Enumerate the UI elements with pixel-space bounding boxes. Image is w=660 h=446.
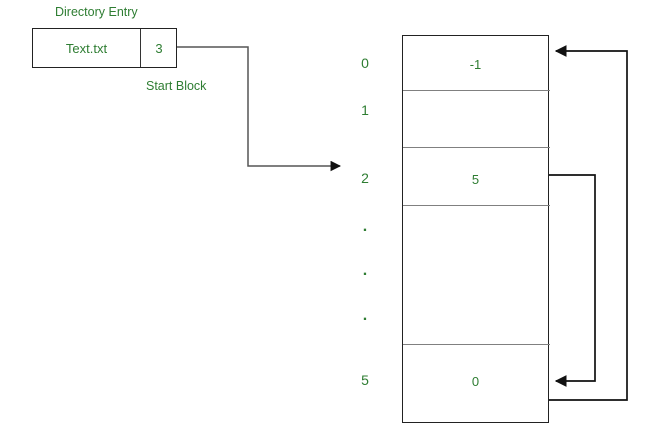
directory-entry-title: Directory Entry [55,5,138,19]
fat-row-index-1: 1 [361,102,369,118]
start-block-caption: Start Block [146,79,207,93]
wire-start-block-to-block2 [177,46,342,172]
fat-cell-value-2: 5 [471,172,480,187]
fat-row-divider-2-3 [403,204,550,207]
fat-row-index-5: 5 [361,372,369,388]
fat-row-index-2: 2 [361,170,369,186]
fat-row-index-ellipsis-2: . [362,262,368,279]
wire-block5-to-block0 [549,45,628,401]
fat-row-index-ellipsis-1: . [362,218,368,235]
fat-row-divider-0-1 [403,89,550,92]
wire-block2-to-block5 [549,174,596,387]
fat-row-divider-1-2 [403,146,550,149]
fat-row-index-0: 0 [361,55,369,71]
directory-entry-cell-divider [140,29,142,67]
fat-row-index-ellipsis-3: . [362,307,368,324]
fat-cell-value-5: 0 [471,374,480,389]
directory-entry-filename: Text.txt [65,41,108,56]
fat-table: -1 5 0 [402,35,550,423]
directory-entry-start-block-value: 3 [155,41,163,56]
directory-entry-box: Text.txt 3 [32,28,177,68]
fat-cell-value-0: -1 [469,57,482,72]
fat-row-divider-5-6 [403,343,550,346]
